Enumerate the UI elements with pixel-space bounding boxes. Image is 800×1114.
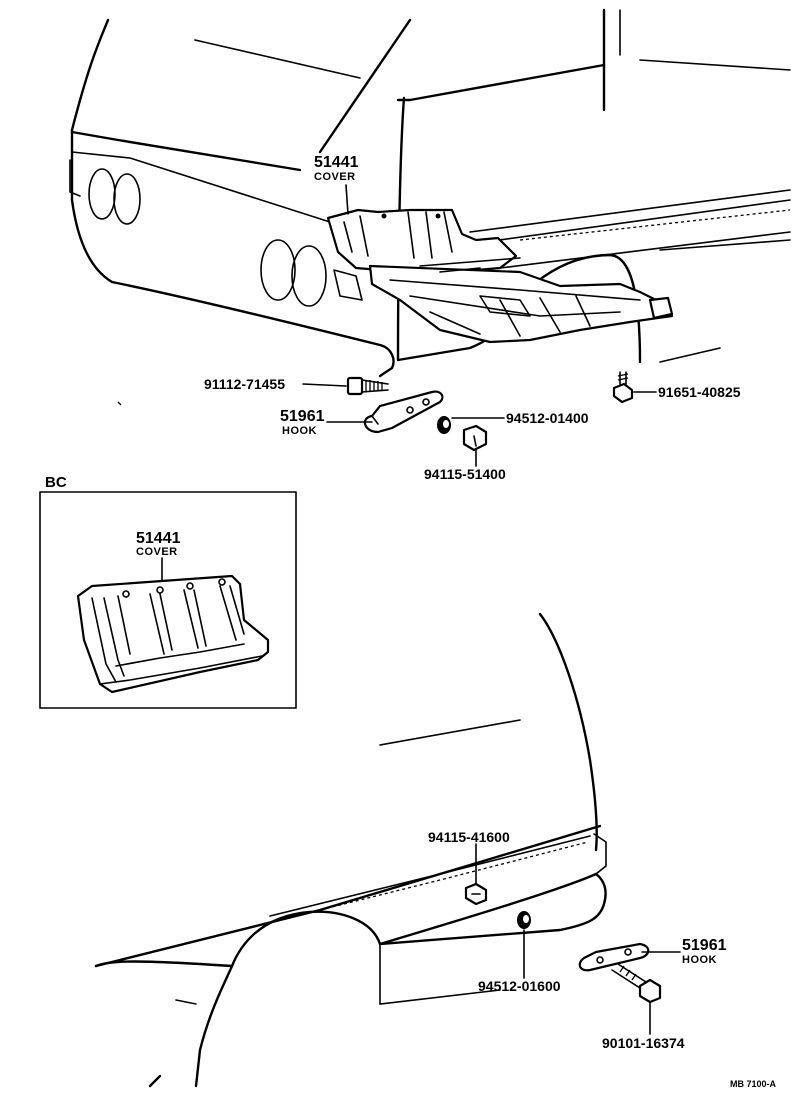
nut-top-number: 94115-51400 bbox=[424, 466, 506, 482]
nut-94115-41600 bbox=[464, 882, 488, 906]
vehicle-rear-body bbox=[69, 8, 791, 406]
bolt-top-number: 91112-71455 bbox=[204, 376, 285, 392]
bolt-91112-71455 bbox=[346, 376, 389, 396]
hook-top-name: HOOK bbox=[282, 425, 317, 437]
hook-bottom-number: 51961 bbox=[682, 937, 727, 954]
bolt-bottom-number: 90101-16374 bbox=[602, 1035, 685, 1051]
labels-bottom: 94115-41600 94512-01600 51961 HOOK 90101… bbox=[428, 829, 727, 1051]
cover-51441-inset bbox=[76, 574, 270, 694]
cover-inset-name: COVER bbox=[136, 546, 178, 558]
inset-label: BC bbox=[45, 474, 67, 491]
vehicle-side-body bbox=[94, 612, 607, 1088]
hook-top-number: 51961 bbox=[280, 408, 325, 425]
cover-top-number: 51441 bbox=[314, 154, 359, 171]
labels-top: 51441 COVER 91112-71455 51961 HOOK 94512… bbox=[204, 154, 741, 482]
cover-51441-assembly bbox=[326, 208, 674, 344]
washer-94512-01400 bbox=[437, 416, 451, 434]
bolt-91651-40825 bbox=[612, 371, 634, 404]
hook-51961-top bbox=[363, 390, 444, 434]
leaders-top bbox=[302, 184, 657, 467]
figure-code: MB 7100-A bbox=[730, 1079, 777, 1089]
leaders-bottom bbox=[475, 843, 681, 1035]
hook-51961-bottom bbox=[578, 942, 650, 972]
washer-top-number: 94512-01400 bbox=[506, 410, 589, 426]
nut-94115-51400 bbox=[462, 424, 488, 452]
hook-bottom-name: HOOK bbox=[682, 954, 717, 966]
nut-bottom-number: 94115-41600 bbox=[428, 829, 510, 845]
hardware-top bbox=[346, 371, 634, 452]
inset-bc: BC 51441 COVER bbox=[39, 474, 297, 709]
cover-inset-number: 51441 bbox=[136, 530, 181, 547]
cover-top-name: COVER bbox=[314, 171, 356, 183]
bolt-90101-16374 bbox=[611, 963, 662, 1004]
hardware-bottom bbox=[464, 882, 662, 1004]
washer-bottom-number: 94512-01600 bbox=[478, 978, 561, 994]
bolt-right-number: 91651-40825 bbox=[658, 384, 741, 400]
washer-94512-01600 bbox=[517, 911, 531, 929]
